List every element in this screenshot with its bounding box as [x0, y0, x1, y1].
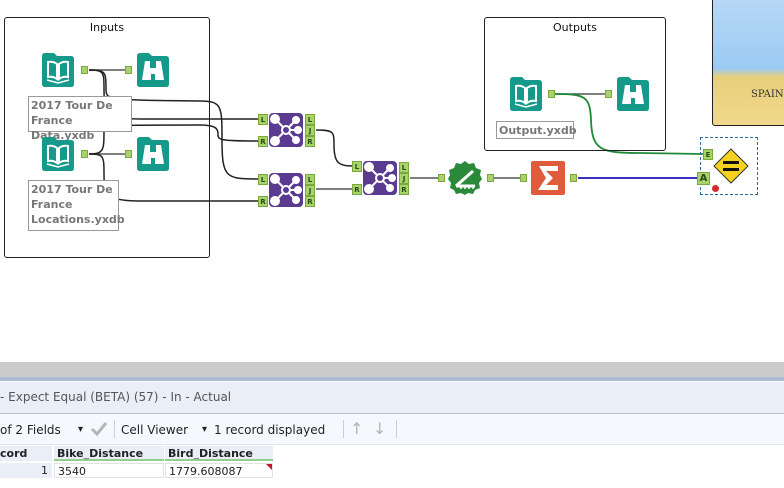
input-data-tool-1[interactable] — [40, 52, 76, 88]
panel-splitter[interactable] — [0, 362, 784, 377]
wire-output-expect-expected — [554, 93, 704, 155]
join1-right-anchor[interactable]: R — [258, 136, 268, 147]
browse2-input-anchor[interactable] — [125, 150, 132, 158]
input1-output-anchor[interactable] — [81, 66, 88, 74]
wire-input2-join2-right — [88, 153, 258, 202]
inputs-container[interactable]: Inputs — [4, 17, 210, 258]
cell-viewer-selector[interactable]: Cell Viewer — [121, 423, 189, 437]
wire-join1-join3-left — [315, 129, 353, 167]
join1-right-output-anchor[interactable]: R — [305, 136, 315, 147]
join1-join-output-anchor[interactable]: J — [305, 125, 315, 136]
join-tool-3[interactable] — [362, 160, 398, 196]
inputs-container-title: Inputs — [89, 21, 125, 34]
distance-output-anchor[interactable] — [487, 174, 494, 182]
outputs-container-title: Outputs — [553, 21, 597, 34]
check-icon[interactable] — [90, 420, 108, 439]
grid-header-record[interactable]: cord — [0, 446, 52, 461]
book-open-icon — [42, 53, 74, 87]
browse1-input-anchor[interactable] — [125, 66, 132, 74]
arrow-up-icon[interactable]: ↑ — [350, 419, 364, 438]
expect-equal-selection[interactable] — [700, 137, 758, 195]
join2-left-output-anchor[interactable]: L — [305, 174, 315, 185]
input2-annotation: 2017 Tour De France Locations.yxdb — [28, 180, 125, 231]
binoculars-icon — [617, 77, 649, 111]
output-data-tool[interactable] — [508, 76, 544, 112]
results-toolbar: of 2 Fields ▾ Cell Viewer ▾ 1 record dis… — [0, 414, 784, 445]
viewer-dropdown-icon[interactable]: ▾ — [202, 424, 208, 435]
book-open-icon — [42, 137, 74, 171]
join3-join-output-anchor[interactable]: J — [399, 173, 409, 184]
results-header: - Expect Equal (BETA) (57) - In - Actual — [0, 382, 784, 414]
equals-diamond-icon — [713, 148, 749, 184]
join3-right-anchor[interactable]: R — [352, 184, 362, 195]
join-icon — [269, 113, 303, 147]
join2-right-output-anchor[interactable]: R — [305, 196, 315, 207]
join2-right-anchor[interactable]: R — [258, 196, 268, 207]
summarize-tool[interactable] — [530, 160, 566, 196]
grid-header-bike-distance[interactable]: Bike_Distance — [54, 446, 164, 461]
toolbar-separator — [396, 420, 397, 438]
fields-dropdown-icon[interactable]: ▾ — [78, 424, 84, 435]
join1-left-anchor[interactable]: L — [258, 114, 268, 125]
grid-row-number: 1 — [0, 463, 52, 478]
browse-tool-3[interactable] — [615, 76, 651, 112]
input1-annotation: 2017 Tour De France Data.yxdb — [28, 96, 132, 142]
output-annotation: Output.yxdb — [496, 121, 577, 139]
distance-input-anchor[interactable] — [438, 174, 445, 182]
binoculars-icon — [137, 53, 169, 87]
distance-icon — [448, 161, 482, 195]
workflow-canvas[interactable]: Inputs Outputs 2017 Tour De France Data.… — [0, 0, 784, 362]
join2-join-output-anchor[interactable]: J — [305, 185, 315, 196]
browse-tool-1[interactable] — [135, 52, 171, 88]
map-country-label: SPAIN — [751, 89, 784, 100]
join-icon — [269, 173, 303, 207]
output-output-anchor[interactable] — [548, 90, 555, 98]
binoculars-icon — [137, 137, 169, 171]
join1-left-output-anchor[interactable]: L — [305, 114, 315, 125]
records-displayed: 1 record displayed — [214, 423, 326, 437]
distance-tool[interactable] — [447, 160, 483, 196]
annotation-line: Locations.yxdb — [31, 213, 125, 226]
summarize-input-anchor[interactable] — [520, 174, 527, 182]
panel-splitter-accent — [0, 377, 784, 381]
grid-cell-bike-distance[interactable]: 3540 — [54, 463, 164, 478]
map-preview: SPAIN — [712, 0, 784, 126]
cell-flag-icon — [266, 464, 272, 470]
grid-cell-bird-distance[interactable]: 1779.608087 — [165, 463, 273, 478]
join-icon — [363, 161, 397, 195]
join3-left-anchor[interactable]: L — [352, 161, 362, 172]
summarize-output-anchor[interactable] — [570, 174, 577, 182]
expect-equal-expected-anchor[interactable]: E — [703, 149, 713, 160]
expect-equal-tool[interactable] — [713, 148, 749, 184]
grid-header-bird-distance[interactable]: Bird_Distance — [165, 446, 273, 461]
join2-left-anchor[interactable]: L — [258, 174, 268, 185]
toolbar-separator — [114, 420, 115, 438]
browse3-input-anchor[interactable] — [605, 90, 612, 98]
input-data-tool-2[interactable] — [40, 136, 76, 172]
annotation-line: France — [31, 198, 73, 211]
expect-equal-actual-anchor[interactable]: A — [697, 172, 710, 185]
wire-input2-join1-right — [88, 124, 259, 155]
results-title: - Expect Equal (BETA) (57) - In - Actual — [0, 390, 232, 404]
connection-wires — [88, 69, 704, 202]
arrow-down-icon[interactable]: ↓ — [373, 419, 387, 438]
annotation-line: 2017 Tour De — [31, 99, 113, 112]
fields-selector[interactable]: of 2 Fields — [0, 423, 61, 437]
wire-input1-join2-left — [88, 69, 259, 180]
book-open-icon — [510, 77, 542, 111]
join-tool-2[interactable] — [268, 172, 304, 208]
input2-output-anchor[interactable] — [81, 150, 88, 158]
sigma-icon — [531, 161, 565, 195]
toolbar-separator — [343, 420, 344, 438]
browse-tool-2[interactable] — [135, 136, 171, 172]
join-tool-1[interactable] — [268, 112, 304, 148]
error-indicator-icon — [711, 184, 720, 193]
join3-right-output-anchor[interactable]: R — [399, 184, 409, 195]
join3-left-output-anchor[interactable]: L — [399, 162, 409, 173]
outputs-container[interactable]: Outputs — [484, 17, 666, 151]
annotation-line: 2017 Tour De — [31, 183, 113, 196]
